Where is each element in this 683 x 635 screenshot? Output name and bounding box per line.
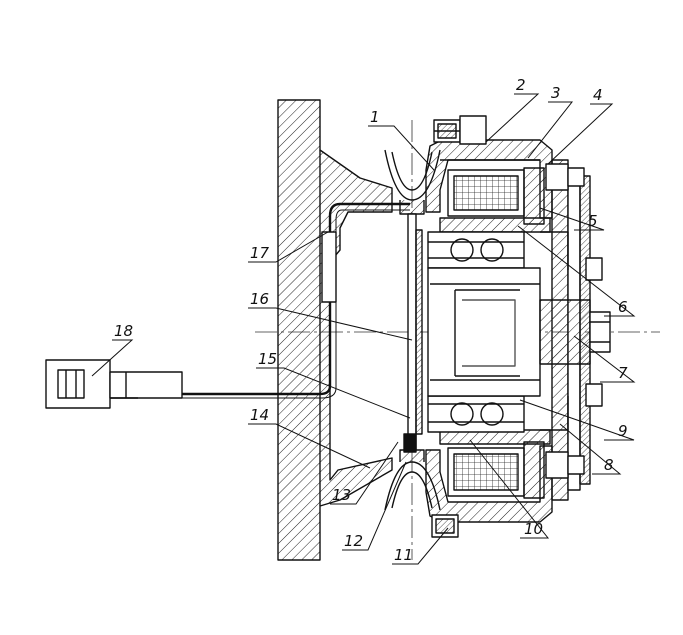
part-labels: 1 2 3 4 5 6 7 8 9 10 11 12 13 14 15 16 1…	[114, 76, 628, 564]
part-label-17: 17	[250, 244, 270, 262]
part-label-13: 13	[332, 486, 351, 504]
coil-upper	[439, 167, 551, 233]
part-label-5: 5	[588, 212, 598, 230]
part-label-18: 18	[114, 322, 133, 340]
part-label-3: 3	[551, 84, 561, 102]
bolt-bottom	[431, 514, 459, 538]
shaft	[427, 267, 541, 397]
right-bolts	[545, 163, 603, 479]
part-label-10: 10	[524, 520, 543, 538]
part-label-15: 15	[258, 350, 277, 368]
clutch-housing-upper	[425, 139, 553, 219]
bearing-upper	[427, 231, 525, 269]
part-label-14: 14	[250, 406, 269, 424]
part-label-4: 4	[593, 86, 603, 104]
part-label-9: 9	[618, 422, 628, 440]
part-label-16: 16	[250, 290, 269, 308]
part-label-11: 11	[394, 546, 413, 564]
part-label-8: 8	[604, 456, 614, 474]
part-label-12: 12	[344, 532, 363, 550]
coil-lower	[439, 429, 551, 499]
part-label-7: 7	[618, 364, 628, 382]
part-label-1: 1	[370, 108, 380, 126]
bolt-top	[433, 115, 487, 145]
leader-lines	[91, 93, 636, 565]
connector	[45, 359, 183, 409]
center-nut	[539, 299, 611, 365]
wire-sleeve	[321, 231, 337, 303]
part-label-6: 6	[618, 298, 628, 316]
bearing-lower	[427, 395, 525, 433]
part-label-2: 2	[516, 76, 526, 94]
wire-harness	[180, 202, 410, 399]
friction-disc	[403, 213, 423, 453]
